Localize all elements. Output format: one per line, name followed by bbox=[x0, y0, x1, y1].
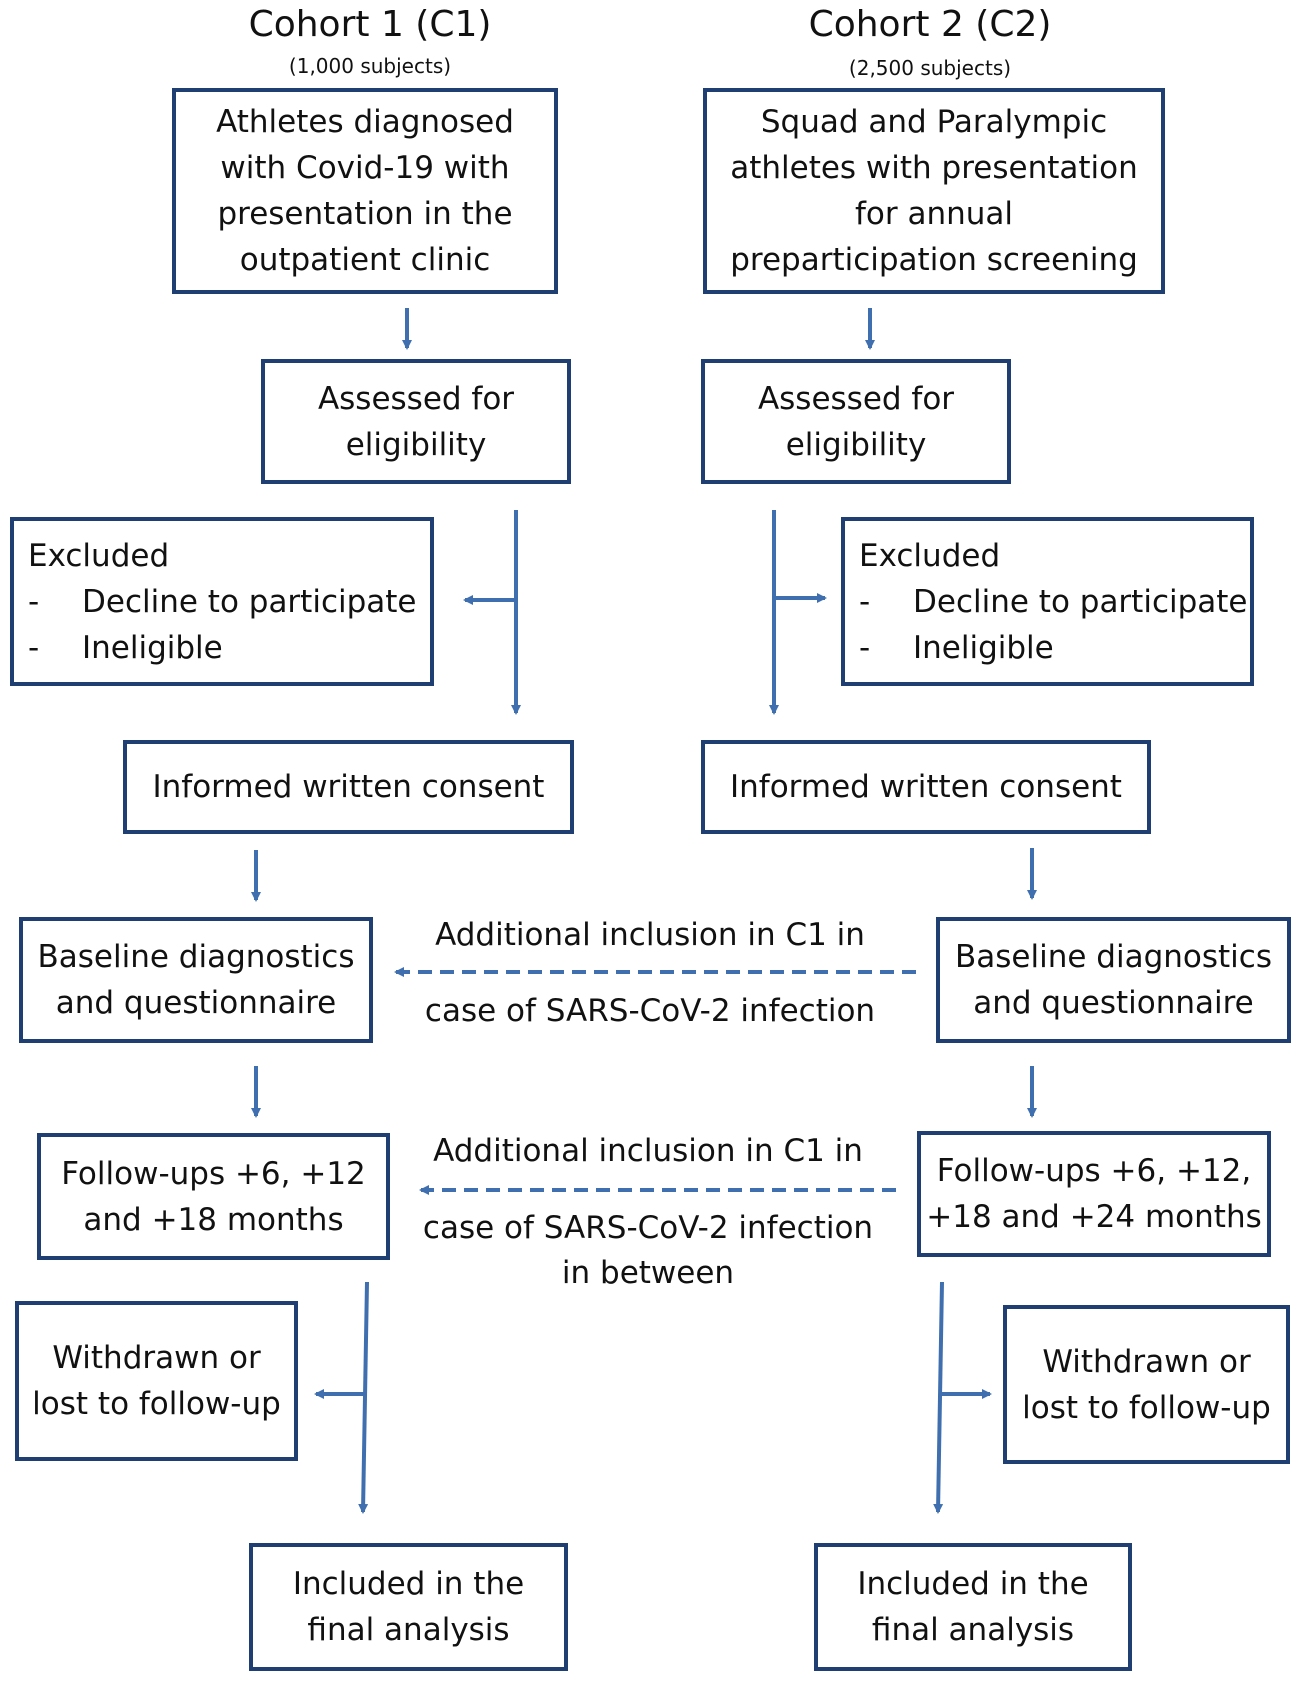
c2-followups-line: +18 and +24 months bbox=[926, 1199, 1262, 1235]
c2-final-box: Included in the final analysis bbox=[814, 1543, 1132, 1671]
c1-final-box: Included in the final analysis bbox=[249, 1543, 568, 1671]
c1-assessed-box: Assessed for eligibility bbox=[261, 359, 571, 484]
c1-excluded-box: Excluded -Decline to participate -Inelig… bbox=[10, 517, 434, 686]
c2-entry-line: preparticipation screening bbox=[730, 242, 1138, 278]
followup-transfer-note-top: Additional inclusion in C1 in bbox=[433, 1133, 863, 1169]
c2-baseline-box: Baseline diagnostics and questionnaire bbox=[936, 917, 1291, 1043]
c1-final-line: Included in the bbox=[292, 1566, 525, 1602]
c2-entry-line: for annual bbox=[854, 196, 1014, 232]
c2-baseline-line: Baseline diagnostics bbox=[955, 939, 1272, 975]
c2-consent-box: Informed written consent bbox=[701, 740, 1151, 834]
baseline-transfer-note-top: Additional inclusion in C1 in bbox=[435, 917, 865, 953]
c2-entry-box: Squad and Paralympic athletes with prese… bbox=[703, 88, 1165, 294]
c1-entry-line: outpatient clinic bbox=[239, 242, 491, 278]
c1-withdrawn-box: Withdrawn or lost to follow-up bbox=[15, 1301, 298, 1461]
c2-followups-line: Follow-ups +6, +12, bbox=[936, 1153, 1252, 1189]
c1-excluded-title: Excluded bbox=[28, 537, 170, 574]
c2-final-line: Included in the bbox=[857, 1566, 1089, 1602]
c1-consent-box: Informed written consent bbox=[123, 740, 574, 834]
c1-followups-line: Follow-ups +6, +12 bbox=[61, 1155, 366, 1192]
c2-withdrawn-line: Withdrawn or bbox=[1042, 1343, 1251, 1380]
c2-consent-text: Informed written consent bbox=[730, 769, 1122, 805]
c1-followups-box: Follow-ups +6, +12 and +18 months bbox=[37, 1133, 390, 1260]
c1-assessed-line: Assessed for bbox=[317, 380, 515, 417]
c1-entry-line: with Covid-19 with bbox=[220, 150, 510, 186]
c2-excluded-box: Excluded -Decline to participate -Inelig… bbox=[841, 517, 1254, 686]
c2-entry-line: Squad and Paralympic bbox=[760, 104, 1108, 140]
c2-followups-box: Follow-ups +6, +12, +18 and +24 months bbox=[917, 1131, 1271, 1257]
c2-entry-line: athletes with presentation bbox=[730, 150, 1138, 186]
c1-assessed-line: eligibility bbox=[345, 426, 487, 463]
c1-entry-line: Athletes diagnosed bbox=[216, 104, 514, 140]
cohort1-subjects: (1,000 subjects) bbox=[288, 54, 452, 78]
c1-consent-text: Informed written consent bbox=[152, 769, 545, 805]
cohort2-subjects: (2,500 subjects) bbox=[848, 56, 1012, 80]
followup-transfer-note-bottom: in between bbox=[561, 1255, 735, 1291]
c2-assessed-box: Assessed for eligibility bbox=[701, 359, 1011, 484]
c2-assessed-line: eligibility bbox=[785, 426, 927, 463]
c1-entry-box: Athletes diagnosed with Covid-19 with pr… bbox=[172, 88, 558, 294]
c1-baseline-box: Baseline diagnostics and questionnaire bbox=[19, 917, 373, 1043]
c2-assessed-line: Assessed for bbox=[757, 380, 955, 417]
c2-withdrawn-line: lost to follow-up bbox=[1022, 1389, 1271, 1426]
c1-baseline-line: and questionnaire bbox=[55, 985, 337, 1021]
c1-entry-line: presentation in the bbox=[217, 196, 513, 232]
c1-followups-line: and +18 months bbox=[83, 1201, 344, 1238]
arrow-c1-followups-to-final bbox=[358, 1281, 369, 1514]
cohort1-title: Cohort 1 (C1) bbox=[248, 4, 492, 45]
c2-withdrawn-box: Withdrawn or lost to follow-up bbox=[1003, 1305, 1290, 1464]
c1-baseline-line: Baseline diagnostics bbox=[37, 939, 355, 975]
cohort2-title: Cohort 2 (C2) bbox=[808, 4, 1052, 45]
arrow-c2-followups-to-final bbox=[933, 1281, 944, 1514]
c1-final-line: final analysis bbox=[307, 1612, 510, 1648]
c1-withdrawn-line: lost to follow-up bbox=[32, 1386, 281, 1422]
c1-excluded-item: -Ineligible bbox=[28, 629, 223, 666]
baseline-transfer-note-bottom: case of SARS-CoV-2 infection bbox=[424, 993, 876, 1029]
c2-excluded-item: -Decline to participate bbox=[859, 583, 1248, 620]
c1-withdrawn-line: Withdrawn or bbox=[52, 1340, 261, 1376]
followup-transfer-note-middle: case of SARS-CoV-2 infection bbox=[422, 1210, 874, 1246]
c1-excluded-item: -Decline to participate bbox=[28, 583, 417, 620]
c2-excluded-title: Excluded bbox=[859, 537, 1001, 574]
c2-excluded-item: -Ineligible bbox=[859, 629, 1054, 666]
c2-baseline-line: and questionnaire bbox=[973, 985, 1254, 1021]
c2-final-line: final analysis bbox=[871, 1612, 1075, 1648]
